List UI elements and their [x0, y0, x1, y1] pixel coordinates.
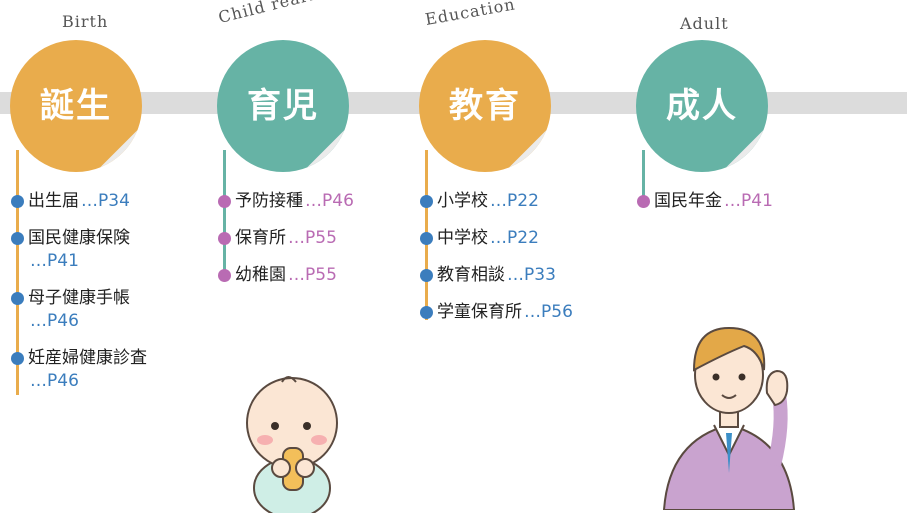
man-waving-illustration: [662, 326, 796, 510]
page-curl: [96, 126, 142, 172]
stage-en-label: Child rearing: [216, 0, 339, 27]
bullet-dot: [11, 352, 24, 365]
stage-connector-line: [223, 150, 226, 280]
item-page-ref[interactable]: …P41: [724, 191, 773, 211]
list-item: 学童保育所…P56: [420, 301, 573, 324]
stage-circle: 成人: [636, 40, 768, 172]
bullet-dot: [11, 292, 24, 305]
bullet-dot: [218, 232, 231, 245]
stage-education: Education 教育 小学校…P22 中学校…P22 教育相談…P33 学童…: [419, 0, 639, 517]
stage-adult: Adult 成人 国民年金…P41: [636, 0, 896, 517]
item-page-ref[interactable]: …P55: [288, 265, 337, 285]
list-item: 予防接種…P46: [218, 190, 354, 213]
item-text: 小学校: [437, 191, 488, 211]
stage-circle: 育児: [217, 40, 349, 172]
stage-item-list: 小学校…P22 中学校…P22 教育相談…P33 学童保育所…P56: [420, 190, 573, 338]
item-text: 母子健康手帳: [28, 288, 130, 308]
bullet-dot: [218, 269, 231, 282]
item-page-ref[interactable]: …P55: [288, 228, 337, 248]
bullet-dot: [637, 195, 650, 208]
stage-en-label: Education: [423, 0, 517, 29]
list-item: 国民年金…P41: [637, 190, 773, 213]
baby-illustration: [246, 376, 338, 513]
list-item: 教育相談…P33: [420, 264, 573, 287]
item-page-ref[interactable]: …P33: [507, 265, 556, 285]
list-item: 国民健康保険 …P41: [11, 227, 147, 273]
stage-en-label: Adult: [680, 14, 729, 33]
page-curl: [303, 126, 349, 172]
item-page-ref[interactable]: …P46: [305, 191, 354, 211]
stage-item-list: 出生届…P34 国民健康保険 …P41 母子健康手帳 …P46 妊産婦健康診査 …: [11, 190, 147, 407]
stage-jp-title: 成人: [666, 85, 738, 126]
item-page-ref[interactable]: …P22: [490, 228, 539, 248]
stage-circle: 教育: [419, 40, 551, 172]
stage-circle: 誕生: [10, 40, 142, 172]
stage-connector-line: [642, 150, 645, 202]
bullet-dot: [420, 232, 433, 245]
item-text: 保育所: [235, 228, 286, 248]
stage-birth: Birth 誕生 出生届…P34 国民健康保険 …P41 母子健康手帳 …P46…: [10, 0, 230, 517]
item-page-ref[interactable]: …P41: [30, 251, 79, 271]
item-text: 国民年金: [654, 191, 722, 211]
bullet-dot: [420, 195, 433, 208]
list-item: 中学校…P22: [420, 227, 573, 250]
list-item: 出生届…P34: [11, 190, 147, 213]
bullet-dot: [218, 195, 231, 208]
stage-jp-title: 教育: [449, 85, 521, 126]
item-text: 妊産婦健康診査: [28, 348, 147, 368]
item-text: 予防接種: [235, 191, 303, 211]
list-item: 保育所…P55: [218, 227, 354, 250]
list-item: 妊産婦健康診査 …P46: [11, 347, 147, 393]
bullet-dot: [420, 269, 433, 282]
item-page-ref[interactable]: …P22: [490, 191, 539, 211]
item-text: 出生届: [28, 191, 79, 211]
stage-jp-title: 誕生: [40, 85, 112, 126]
list-item: 母子健康手帳 …P46: [11, 287, 147, 333]
item-page-ref[interactable]: …P34: [81, 191, 130, 211]
bullet-dot: [420, 306, 433, 319]
page-curl: [722, 126, 768, 172]
stage-jp-title: 育児: [247, 85, 319, 126]
item-page-ref[interactable]: …P56: [524, 302, 573, 322]
stage-item-list: 国民年金…P41: [637, 190, 773, 227]
stage-item-list: 予防接種…P46 保育所…P55 幼稚園…P55: [218, 190, 354, 301]
stage-child-rearing: Child rearing 育児 予防接種…P46 保育所…P55 幼稚園…P5…: [216, 0, 437, 517]
item-text: 中学校: [437, 228, 488, 248]
item-text: 国民健康保険: [28, 228, 130, 248]
item-text: 学童保育所: [437, 302, 522, 322]
page-curl: [505, 126, 551, 172]
stage-connector-line: [16, 150, 19, 395]
item-text: 教育相談: [437, 265, 505, 285]
item-page-ref[interactable]: …P46: [30, 371, 79, 391]
list-item: 小学校…P22: [420, 190, 573, 213]
bullet-dot: [11, 232, 24, 245]
item-text: 幼稚園: [235, 265, 286, 285]
list-item: 幼稚園…P55: [218, 264, 354, 287]
item-page-ref[interactable]: …P46: [30, 311, 79, 331]
bullet-dot: [11, 195, 24, 208]
stage-en-label: Birth: [62, 12, 109, 31]
